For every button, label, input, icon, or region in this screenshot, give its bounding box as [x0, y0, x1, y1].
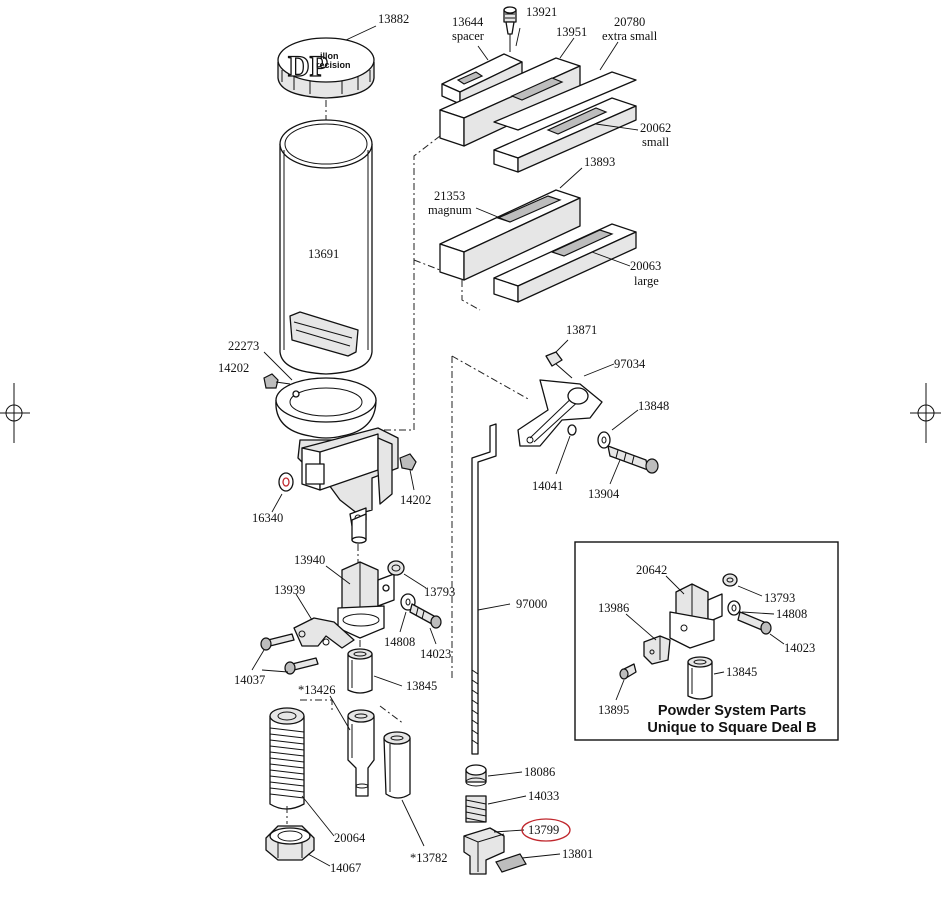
label-97000: 97000	[516, 597, 547, 611]
label-13893: 13893	[584, 155, 615, 169]
label-extra-small: extra small	[602, 29, 658, 43]
drop-tube-13782	[383, 731, 411, 799]
inset-title-line2: Unique to Square Deal B	[647, 720, 816, 736]
nut-13871	[545, 339, 573, 379]
label-13882: 13882	[378, 12, 409, 26]
link-arm-97034	[517, 379, 603, 447]
label-18086: 18086	[524, 765, 555, 779]
sleeve-13845	[347, 648, 373, 694]
o-ring-16340	[278, 472, 294, 492]
screw-14202-left	[263, 373, 291, 389]
label-13799: 13799	[528, 823, 559, 837]
nut-18086	[465, 764, 487, 787]
hopper-lid: DP illon recision	[277, 37, 375, 99]
label-22273: 22273	[228, 339, 259, 353]
inset-label-13793: 13793	[764, 591, 795, 605]
label-large: large	[634, 274, 659, 288]
label-13845: 13845	[406, 679, 437, 693]
bolt-14023	[409, 603, 442, 645]
label-20064: 20064	[334, 831, 366, 845]
washer-13848	[597, 409, 639, 449]
registration-mark-left	[0, 383, 30, 443]
housing-13940	[337, 561, 395, 639]
inset-label-13845: 13845	[726, 665, 757, 679]
inset-housing-20642	[669, 583, 723, 649]
bracket-13799	[463, 827, 505, 875]
screw-13793	[387, 560, 427, 589]
logo-line2: recision	[316, 60, 351, 70]
label-13801: 13801	[562, 847, 593, 861]
bar-21353-magnum	[439, 189, 581, 281]
inset-sleeve-13845	[687, 656, 725, 700]
inset-label-13895: 13895	[598, 703, 629, 717]
inset-panel: 20642 13793 14808 14023 13986	[574, 541, 839, 741]
label-13940: 13940	[294, 553, 325, 567]
inset-label-20642: 20642	[636, 563, 667, 577]
label-14808: 14808	[384, 635, 415, 649]
label-14023: 14023	[420, 647, 451, 661]
label-14202-right: 14202	[400, 493, 431, 507]
label-13691: 13691	[308, 247, 339, 261]
clip-13801	[495, 853, 561, 873]
clamp-13939	[293, 617, 355, 649]
inset-label-13986: 13986	[598, 601, 629, 615]
label-14067: 14067	[330, 861, 361, 875]
label-20063: 20063	[630, 259, 661, 273]
label-20062: 20062	[640, 121, 671, 135]
inset-washer-14808	[727, 600, 775, 616]
label-13793: 13793	[424, 585, 455, 599]
bar-20062-small	[493, 97, 637, 173]
logo-line1: illon	[320, 51, 339, 61]
inset-title-line1: Powder System Parts	[658, 703, 806, 719]
bolt-13904	[607, 445, 659, 485]
label-13904: 13904	[588, 487, 620, 501]
highlight-13799	[521, 818, 571, 842]
bar-13951	[439, 57, 581, 147]
label-14041: 14041	[532, 479, 563, 493]
bolts-14037	[251, 633, 319, 675]
label-13644: 13644	[452, 15, 484, 29]
label-16340: 16340	[252, 511, 283, 525]
inset-screw-13793	[722, 573, 763, 597]
label-13951: 13951	[556, 25, 587, 39]
label-spacer: spacer	[452, 29, 485, 43]
label-21353: 21353	[434, 189, 465, 203]
inset-label-14808: 14808	[776, 607, 807, 621]
label-magnum: magnum	[428, 203, 472, 217]
bar-20780-extra-small	[493, 71, 637, 131]
label-13426: *13426	[298, 683, 336, 697]
die-body-20064	[269, 707, 305, 810]
label-13782: *13782	[410, 851, 448, 865]
registration-mark-right	[910, 383, 941, 443]
label-14202-left: 14202	[218, 361, 249, 375]
bar-13893	[559, 167, 583, 189]
label-13848: 13848	[638, 399, 669, 413]
label-small: small	[642, 135, 670, 149]
label-13939: 13939	[274, 583, 305, 597]
label-13921: 13921	[526, 5, 557, 19]
inset-bracket-13986	[643, 635, 671, 665]
powder-measure-body	[275, 377, 399, 544]
screw-14202-right	[399, 453, 417, 471]
rod-97000	[471, 423, 497, 755]
label-13871: 13871	[566, 323, 597, 337]
screw-13921	[503, 6, 517, 52]
washer-14041	[555, 424, 577, 475]
drop-tube-13426	[347, 709, 375, 797]
logo-monogram: DP	[288, 50, 328, 83]
inset-label-14023: 14023	[784, 641, 815, 655]
label-97034: 97034	[614, 357, 646, 371]
lock-nut-14067	[265, 825, 315, 861]
bar-20063-large	[493, 223, 637, 303]
label-14033: 14033	[528, 789, 559, 803]
spring-14033	[465, 795, 487, 823]
inset-screw-13895	[615, 663, 637, 701]
label-14037: 14037	[234, 673, 265, 687]
inset-bolt-14023	[737, 611, 785, 645]
hopper-tube	[279, 119, 373, 375]
label-20780: 20780	[614, 15, 645, 29]
